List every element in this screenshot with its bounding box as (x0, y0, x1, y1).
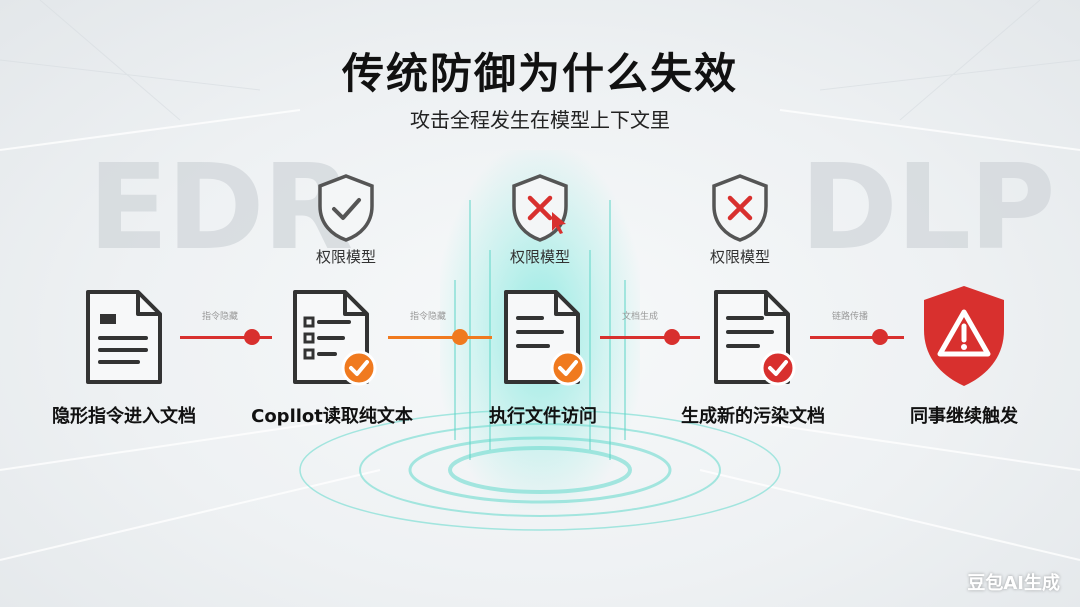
document-check-icon (498, 288, 588, 388)
document-check-red-icon (708, 288, 798, 388)
step-label-1: 隐形指令进入文档 (52, 406, 196, 427)
connector-line-1 (180, 336, 272, 339)
step-label-2: Copllot读取纯文本 (251, 406, 413, 427)
connector-label-4: 链路传播 (831, 312, 868, 322)
connector-dot-3 (664, 329, 680, 345)
connector-dot-1 (244, 329, 260, 345)
step-label-3: 执行文件访问 (489, 406, 597, 427)
connector-dot-2 (452, 329, 468, 345)
permission-label-1: 权限模型 (315, 248, 376, 266)
connector-label-1: 指令隐藏 (201, 312, 238, 322)
connector-label-3: 文档生成 (621, 312, 658, 322)
permission-label-2: 权限模型 (509, 248, 570, 266)
page-subtitle: 攻击全程发生在模型上下文里 (410, 108, 670, 132)
watermark: 豆包AI生成 (967, 573, 1060, 594)
document-icon (80, 288, 170, 388)
connector-line-4 (810, 336, 904, 339)
connector-line-2 (388, 336, 492, 339)
background-word-dlp: DLP (800, 138, 1056, 276)
page-title: 传统防御为什么失效 (341, 49, 738, 98)
permission-label-3: 权限模型 (709, 248, 770, 266)
connector-label-2: 指令隐藏 (409, 312, 446, 322)
alert-shield-icon (918, 282, 1010, 390)
connector-line-3 (600, 336, 700, 339)
document-list-check-icon (287, 288, 377, 388)
shield-check-icon (314, 172, 378, 244)
shield-x-icon (708, 172, 772, 244)
step-label-4: 生成新的污染文档 (681, 406, 825, 427)
background-word-edr: EDR (88, 138, 353, 276)
connector-dot-4 (872, 329, 888, 345)
shield-x-cursor-icon (508, 172, 572, 244)
step-label-5: 同事继续触发 (910, 406, 1018, 427)
